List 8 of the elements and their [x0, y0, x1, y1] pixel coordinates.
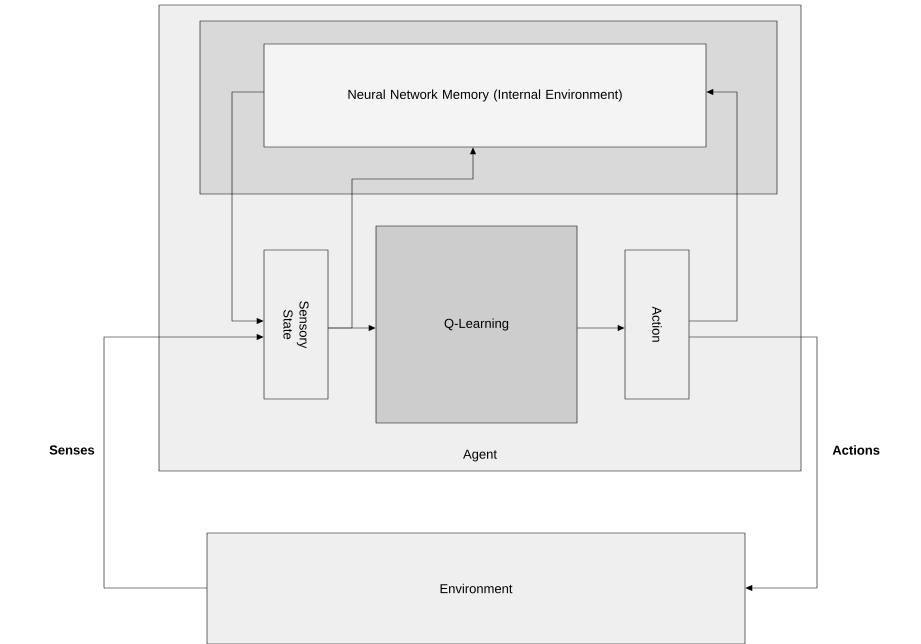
- environment-box: Environment: [206, 532, 746, 644]
- sensory-box: Sensory State: [264, 250, 328, 400]
- process-box: Q-Learning: [376, 226, 578, 424]
- arrow: [689, 336, 818, 592]
- memory-box: Neural Network Memory (Internal Environment): [264, 44, 706, 148]
- edge-label: Actions: [830, 443, 882, 457]
- action-box: Action: [624, 250, 690, 400]
- edge-label: Senses: [47, 443, 97, 457]
